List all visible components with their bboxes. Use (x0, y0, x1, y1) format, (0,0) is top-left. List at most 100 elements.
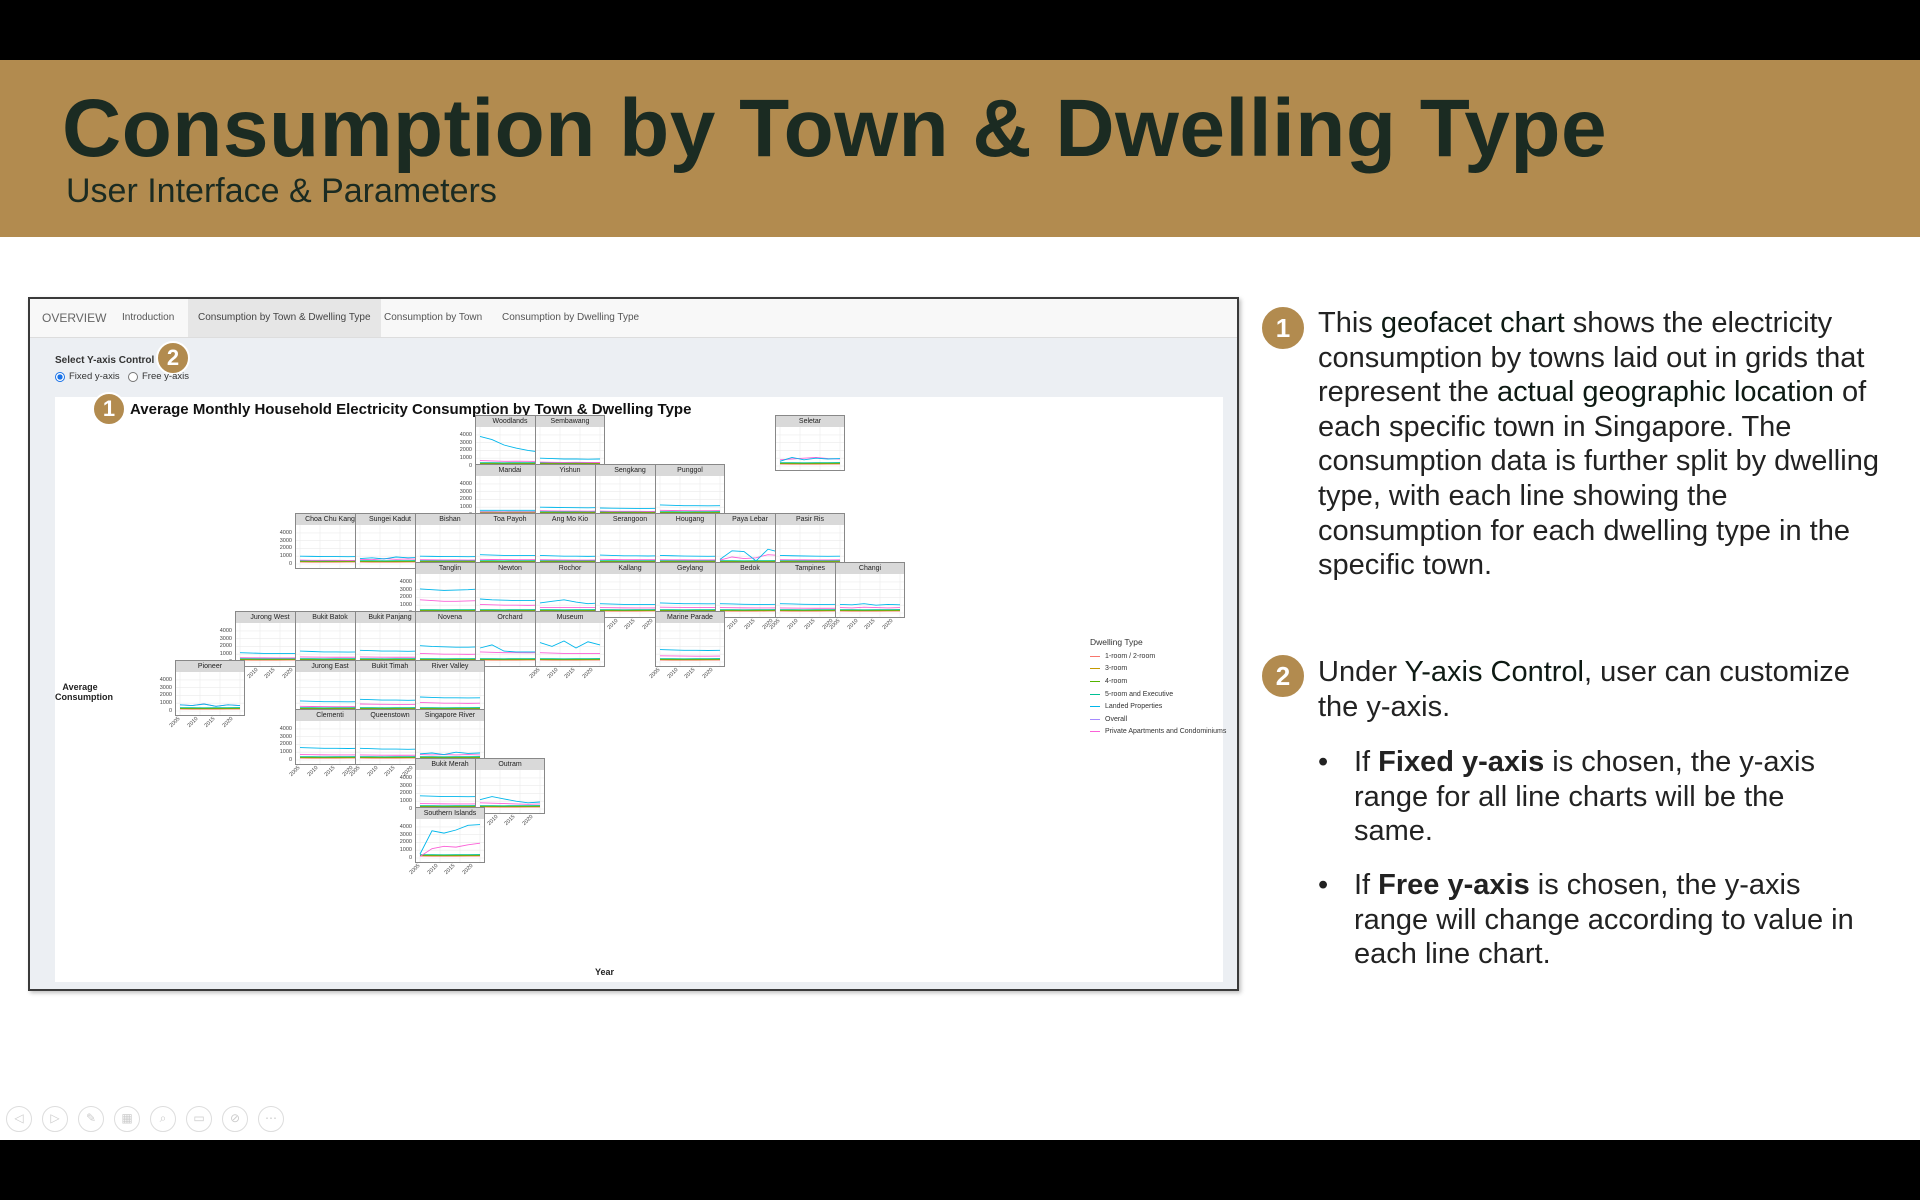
previous-icon[interactable]: ◁ (6, 1106, 32, 1132)
x-tick-label: 2015 (803, 618, 817, 631)
text-run: If (1354, 869, 1379, 901)
y-tick-label: 1000 (279, 553, 292, 560)
y-tick-label: 2000 (279, 741, 292, 748)
y-tick-label: 1000 (459, 455, 472, 462)
y-tick-label: 3000 (219, 635, 232, 642)
series-line-landed (479, 796, 541, 804)
legend-item: 4-room (1090, 675, 1226, 688)
tab-consumption-town[interactable]: Consumption by Town (384, 312, 483, 323)
series-line-landed (179, 703, 241, 707)
slides-grid-icon[interactable]: ▦ (114, 1106, 140, 1132)
x-tick-label: 2020 (581, 667, 595, 680)
text-run: of each specific town in Singapore. The … (1318, 376, 1879, 582)
slide-title: Consumption by Town & Dwelling Type (62, 83, 1608, 174)
subtitles-icon[interactable]: ▭ (186, 1106, 212, 1132)
radio-fixed-y-axis[interactable]: Fixed y-axis (55, 371, 120, 382)
legend-item: 3-room (1090, 663, 1226, 676)
facet-panel: Orchard (475, 611, 545, 667)
series-line-landed (719, 548, 781, 562)
facet-svg (776, 427, 844, 470)
next-icon[interactable]: ▷ (42, 1106, 68, 1132)
text-run: is chosen, the y-axis range for all line… (1354, 746, 1815, 848)
facet-svg (416, 623, 484, 666)
series-line-landed (299, 700, 361, 703)
x-tick-label: 2015 (323, 765, 337, 778)
x-tick-label: 2010 (186, 716, 200, 729)
radio-button-checked[interactable] (55, 371, 65, 382)
y-axis-label: Average Consumption (55, 682, 113, 702)
legend-title: Dwelling Type (1090, 637, 1143, 647)
facet-plot-area (475, 476, 545, 520)
more-icon[interactable]: ⋯ (258, 1106, 284, 1132)
facet-svg (476, 623, 544, 666)
facet-plot-area (295, 623, 365, 667)
facet-plot-area (415, 672, 485, 716)
series-line-landed (419, 696, 481, 699)
facet-panel: Ang Mo Kio (535, 513, 605, 569)
facet-plot-area (295, 721, 365, 765)
series-line-landed (539, 640, 601, 649)
y-tick-label: 3000 (459, 439, 472, 446)
y-tick-label: 2000 (159, 692, 172, 699)
facet-plot-area (295, 525, 365, 569)
y-tick-label: 4000 (399, 774, 412, 781)
series-line-landed (539, 457, 601, 460)
tab-consumption-dwelling[interactable]: Consumption by Dwelling Type (502, 312, 640, 323)
facet-panel: Toa Payoh (475, 513, 545, 569)
facet-panel: Sembawang (535, 415, 605, 471)
facet-panel: River Valley (415, 660, 485, 716)
series-line-private (359, 558, 421, 561)
geofacet-chart: 1 Average Monthly Household Electricity … (55, 392, 1226, 982)
facet-plot-area (535, 476, 605, 520)
text-run: shows the electricity consumption by tow… (1318, 307, 1865, 409)
series-line-landed (659, 602, 721, 605)
series-line-landed (359, 747, 421, 750)
series-line-landed (659, 504, 721, 507)
y-tick-label: 3000 (399, 831, 412, 838)
y-tick-label: 4000 (279, 529, 292, 536)
note-y-axis-control: Under Y-axis Control, user can customize… (1318, 655, 1888, 724)
y-tick-label: 3000 (399, 782, 412, 789)
series-line-landed (479, 644, 540, 653)
x-tick-label: 2010 (726, 618, 740, 631)
series-line-landed (719, 603, 781, 605)
radio-label: Fixed y-axis (69, 371, 120, 382)
y-tick-label: 3000 (159, 684, 172, 691)
facet-panel: Sungei Kadut (355, 513, 425, 569)
legend-swatch (1090, 718, 1100, 720)
x-tick-label: 2010 (306, 765, 320, 778)
series-line-landed (479, 598, 541, 602)
facet-svg (416, 819, 484, 862)
x-tick-label: 2010 (606, 618, 620, 631)
tab-consumption-town-dwelling[interactable]: Consumption by Town & Dwelling Type (188, 299, 381, 337)
pen-icon[interactable]: ✎ (78, 1106, 104, 1132)
series-line-private (839, 606, 901, 609)
radio-button[interactable] (128, 371, 138, 382)
tab-introduction[interactable]: Introduction (122, 312, 175, 323)
emphasis-text: Y-axis Control (1404, 656, 1584, 688)
series-line-private (419, 599, 481, 602)
app-brand[interactable]: OVERVIEW (42, 311, 107, 325)
x-tick-label: 2005 (288, 765, 302, 778)
series-line-landed (539, 599, 601, 605)
series-line-private (479, 603, 541, 606)
radio-free-y-axis[interactable]: Free y-axis (128, 371, 189, 382)
facet-plot-area (415, 819, 485, 863)
x-tick-label: 2010 (846, 618, 860, 631)
series-line-private (719, 554, 781, 561)
camera-off-icon[interactable]: ⊘ (222, 1106, 248, 1132)
x-tick-label: 2010 (786, 618, 800, 631)
facet-panel: Pasir Ris (775, 513, 845, 569)
legend-swatch (1090, 706, 1100, 708)
facet-svg (176, 672, 244, 715)
zoom-icon[interactable]: ⌕ (150, 1106, 176, 1132)
y-tick-label: 0 (408, 855, 412, 861)
y-tick-label: 0 (408, 806, 412, 812)
x-tick-label: 2020 (521, 814, 535, 827)
emphasis-text: actual geographic location (1496, 376, 1834, 409)
series-line-landed (239, 652, 301, 655)
legend-swatch (1090, 680, 1100, 682)
emphasis-text: Free y-axis (1378, 869, 1530, 901)
